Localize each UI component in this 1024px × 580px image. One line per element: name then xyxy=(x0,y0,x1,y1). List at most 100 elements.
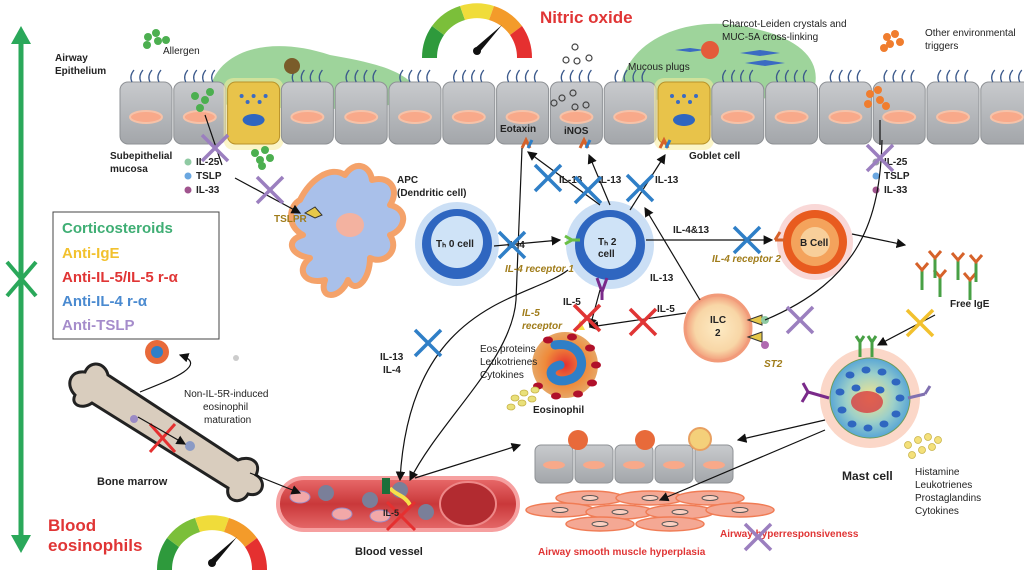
eosinophil-in-mucus-icon xyxy=(701,41,719,59)
ige-bound-receptor-icon xyxy=(854,335,878,357)
treatment-block-x-icon xyxy=(497,230,527,260)
il5-label-a: IL-5 xyxy=(563,297,581,308)
key-tslp-label: TSLP xyxy=(196,171,222,182)
th2-cell xyxy=(564,201,654,300)
epithelial-cell xyxy=(334,69,388,145)
treatment-block-x-icon xyxy=(865,143,895,173)
treatment-legend: Corticosteroids Anti-IgE Anti-IL-5/IL-5 … xyxy=(52,211,220,340)
epithelial-cell xyxy=(654,444,694,484)
corticosteroid-axis xyxy=(5,26,38,553)
mast-cell-label: Mast cell xyxy=(842,469,893,483)
apc-label-1: APC xyxy=(397,175,418,186)
infiltrating-eosinophils xyxy=(568,427,712,451)
blood-eosinophils-title-2: eosinophils xyxy=(48,536,142,555)
treatment-block-x-icon xyxy=(625,173,655,203)
key-il33-label: IL-33 xyxy=(196,185,220,196)
il13-receptor-icons xyxy=(520,136,672,149)
non-il5r-label-3: maturation xyxy=(204,415,251,426)
treatment-block-x-icon xyxy=(413,328,443,358)
epithelial-cell xyxy=(496,69,550,145)
il13-label-c: IL-13 xyxy=(655,175,679,186)
key-tslp-label: TSLP xyxy=(884,171,910,182)
epithelial-cell xyxy=(614,444,654,484)
legend-anti-il4: Anti-IL-4 r-α xyxy=(62,293,148,310)
b-cell xyxy=(773,204,853,280)
il13-il4-label-1: IL-13 xyxy=(380,352,404,363)
treatment-block-marks xyxy=(200,133,935,552)
il4-13-label: IL-4&13 xyxy=(673,225,710,236)
nitric-oxide-gauge xyxy=(421,3,533,58)
gauge-needle-icon xyxy=(208,537,237,567)
dendritic-cell xyxy=(288,163,407,298)
airway-epithelium-label-2: Epithelium xyxy=(55,66,106,77)
ilc2-cell xyxy=(683,293,769,363)
treatment-block-x-icon xyxy=(200,133,230,163)
blood-eosinophils-title-1: Blood xyxy=(48,516,96,535)
blood-eosinophils-gauge xyxy=(156,515,268,570)
airway-epithelium-label-1: Airway xyxy=(55,53,88,64)
airway-smooth-muscle xyxy=(525,490,775,532)
dot xyxy=(233,355,239,361)
epithelial-cell xyxy=(711,69,765,145)
epithelial-cell xyxy=(574,444,614,484)
eos-products-1: Eos proteins xyxy=(480,344,536,355)
goblet-cell-label: Goblet cell xyxy=(689,151,740,162)
smooth-muscle-cell xyxy=(565,516,635,532)
ige-antibody-icon xyxy=(950,252,966,280)
mast-products-3: Prostaglandins xyxy=(915,493,981,504)
treatment-block-x-icon xyxy=(743,522,773,552)
non-il5r-label-2: eosinophil xyxy=(203,402,248,413)
goblet-cell xyxy=(223,78,284,150)
cytokine-key-right: IL-25 TSLP IL-33 xyxy=(872,157,910,196)
legend-anti-ige: Anti-IgE xyxy=(62,245,120,262)
il4-receptor-2-label: IL-4 receptor 2 xyxy=(712,254,781,265)
epithelial-cell xyxy=(119,69,173,145)
eos-granule-release xyxy=(506,386,540,411)
tslpr-label: TSLPR xyxy=(274,214,308,225)
mucous-plugs-label: Mucous plugs xyxy=(628,62,690,73)
charcot-label-2: MUC-5A cross-linking xyxy=(722,32,818,43)
bone-marrow-label: Bone marrow xyxy=(97,476,168,488)
lower-airway-epithelium xyxy=(534,444,734,484)
eos-products-2: Leukotrienes xyxy=(480,357,537,368)
environmental-trigger-particles xyxy=(864,30,904,110)
il5-receptor-label-2: receptor xyxy=(522,321,563,332)
il4-receptor-icon xyxy=(564,234,580,246)
key-il25-label: IL-25 xyxy=(884,157,908,168)
free-ige-label: Free IgE xyxy=(950,299,990,310)
il5-label-b: IL-5 xyxy=(657,304,675,315)
allergen-particles xyxy=(143,29,274,170)
ilc2-label-2: 2 xyxy=(715,328,721,339)
epithelial-cell xyxy=(280,69,334,145)
blood-vessel-label: Blood vessel xyxy=(355,546,423,558)
key-il25-label: IL-25 xyxy=(196,157,220,168)
non-il5r-label-1: Non-IL-5R-induced xyxy=(184,389,269,400)
subepithelial-label-2: mucosa xyxy=(110,164,148,175)
epithelial-cell xyxy=(872,69,926,145)
corticosteroid-block-x-icon xyxy=(5,260,38,298)
treatment-block-x-icon xyxy=(573,175,603,205)
free-ige-antibodies xyxy=(914,250,984,300)
epithelial-cell xyxy=(818,69,872,145)
epithelial-cell xyxy=(765,69,819,145)
treatment-block-x-icon xyxy=(628,307,658,337)
ige-receptor-icon xyxy=(595,277,609,300)
eosinophil xyxy=(532,320,601,400)
epithelial-cell xyxy=(442,69,496,145)
goblet-cell xyxy=(654,78,714,150)
mast-products-4: Cytokines xyxy=(915,506,959,517)
legend-anti-tslp: Anti-TSLP xyxy=(62,317,135,334)
ige-antibody-icon xyxy=(927,250,943,278)
anti-il5-block-x-icon xyxy=(148,423,177,453)
allergen-label: Allergen xyxy=(163,46,200,57)
mast-granule-release xyxy=(904,433,942,459)
apc-label-2: (Dendritic cell) xyxy=(397,188,466,199)
mast-products-1: Histamine xyxy=(915,467,960,478)
crystal-icons xyxy=(675,48,785,66)
epithelial-cell xyxy=(603,69,657,145)
inos-label: iNOS xyxy=(564,126,589,137)
tslpr-receptor-icon xyxy=(303,206,323,219)
epithelial-cell xyxy=(980,69,1024,145)
epithelial-cell xyxy=(534,444,574,484)
